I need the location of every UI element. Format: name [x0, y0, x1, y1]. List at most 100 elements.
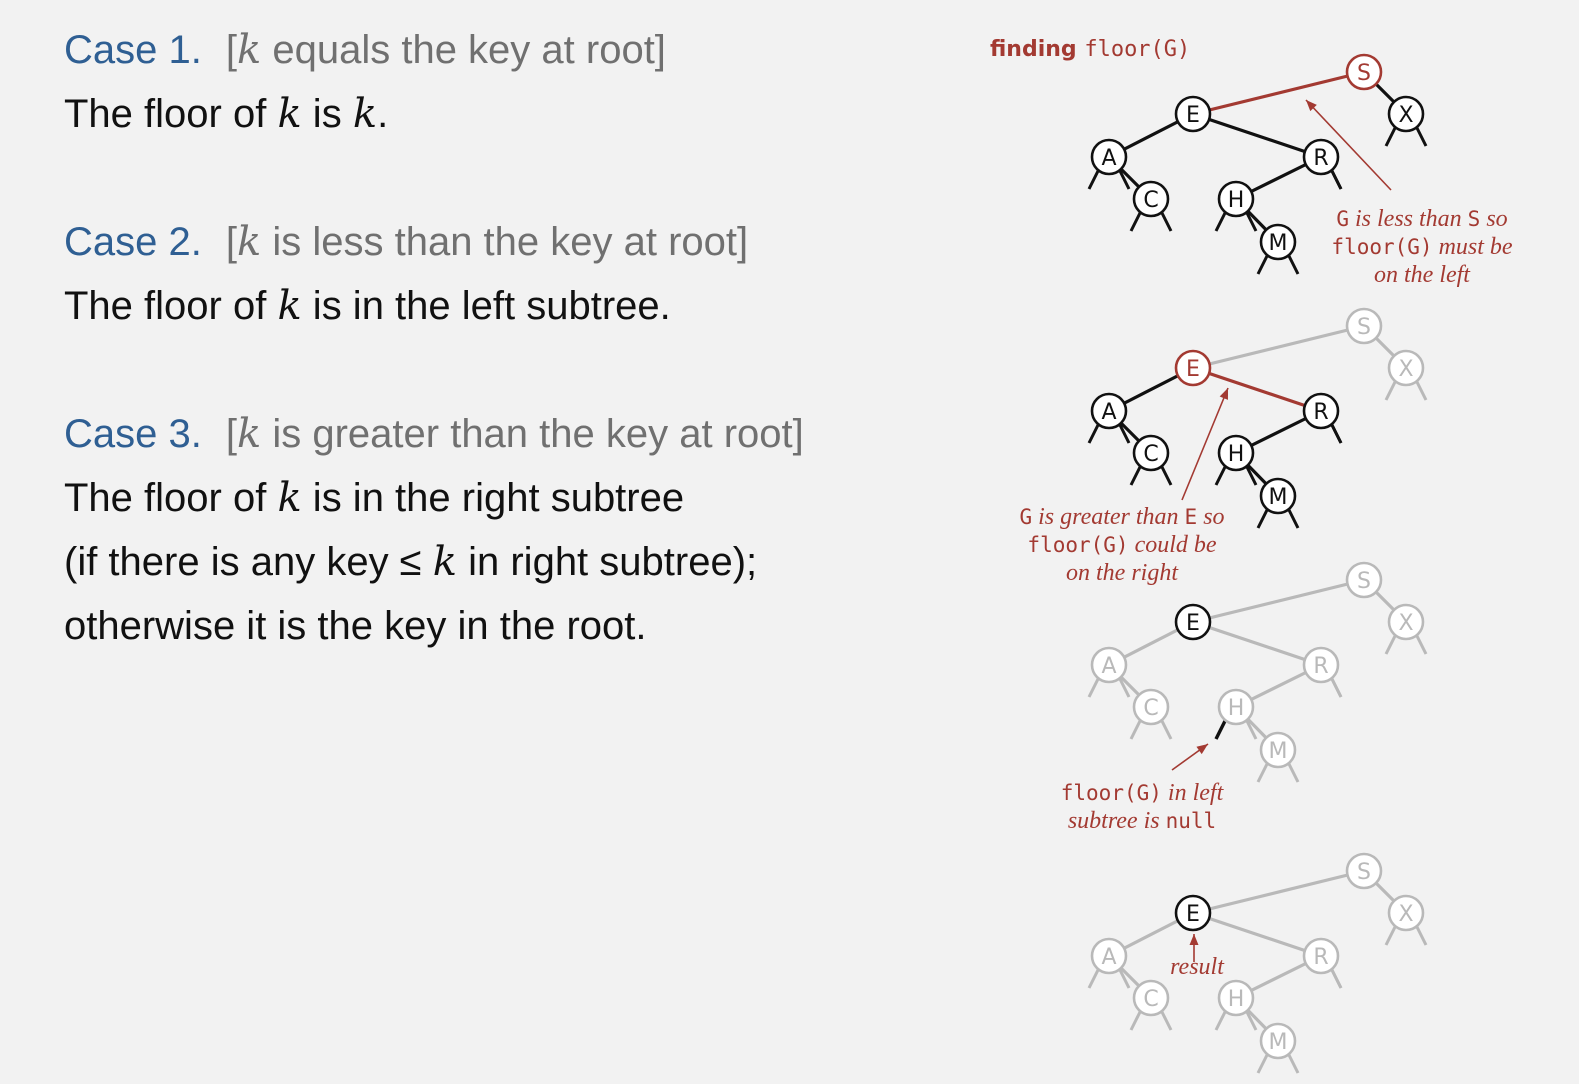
tree-node [1132, 688, 1170, 726]
null-link [1118, 424, 1131, 444]
null-link [1087, 969, 1100, 989]
node-key: R [1313, 146, 1328, 171]
arrowhead [1219, 388, 1228, 400]
case-2-text-line: The floor of k is in the left subtree. [64, 283, 671, 329]
cases-panel: Case 1. [k equals the key at root] The flo… [64, 26, 804, 648]
null-link [1129, 466, 1142, 486]
annotation-step-4: result [1170, 934, 1225, 980]
node-key: S [1357, 315, 1371, 340]
null-link [1245, 720, 1258, 740]
null-link [1415, 381, 1428, 401]
diagram-title: finding floor(G) [990, 37, 1190, 62]
node-key: C [1143, 442, 1158, 467]
node-key: X [1398, 103, 1413, 128]
case-condition: [k is less than the key at root] [225, 219, 749, 265]
tree-node [1174, 894, 1212, 932]
null-link [1415, 635, 1428, 655]
case-1-heading: Case 1. [k equals the key at root] [64, 26, 666, 74]
tree-node [1090, 392, 1128, 430]
tree-node [1132, 434, 1170, 472]
tree-node [1259, 477, 1297, 515]
node-key: S [1357, 860, 1371, 885]
node-key: H [1228, 188, 1245, 213]
annotation-line: on the right [1066, 560, 1179, 586]
node-key: R [1313, 400, 1328, 425]
node-key: C [1143, 188, 1158, 213]
node-key: M [1269, 231, 1288, 256]
null-link [1384, 127, 1397, 147]
case-3-text-line: The floor of k is in the right subtree [64, 475, 685, 521]
null-link [1129, 720, 1142, 740]
case-2-heading: Case 2.[k is less than the key at root] [64, 218, 748, 266]
tree-node [1387, 349, 1425, 387]
tree-edge [1192, 911, 1322, 958]
tree-node [1217, 180, 1255, 218]
tree-node [1217, 434, 1255, 472]
tree-node [1302, 138, 1340, 176]
tree-edge [1192, 366, 1322, 413]
arrowhead [1196, 744, 1208, 755]
node-key: R [1313, 945, 1328, 970]
tree-node [1132, 180, 1170, 218]
node-key: A [1101, 146, 1116, 171]
null-link [1384, 635, 1397, 655]
tree-node [1345, 53, 1383, 91]
tree-node [1259, 1022, 1297, 1060]
null-link [1256, 763, 1269, 783]
node-key: M [1269, 739, 1288, 764]
node-key: M [1269, 1030, 1288, 1055]
tree-node [1090, 937, 1128, 975]
tree-node [1217, 688, 1255, 726]
annotation-arrow [1305, 99, 1392, 191]
null-link [1330, 170, 1343, 190]
null-link [1330, 969, 1343, 989]
tree-node [1345, 561, 1383, 599]
case-3-heading: Case 3.[k is greater than the key at roo… [64, 410, 804, 458]
node-key: E [1186, 357, 1200, 382]
null-link [1384, 926, 1397, 946]
null-link [1245, 466, 1258, 486]
null-link [1160, 1011, 1173, 1031]
tree-node [1217, 979, 1255, 1017]
annotation-line: floor(G) in left [1061, 780, 1225, 806]
node-key: E [1186, 611, 1200, 636]
tree-node [1090, 138, 1128, 176]
tree-node [1174, 349, 1212, 387]
node-key: C [1143, 987, 1158, 1012]
null-link [1160, 720, 1173, 740]
case-3-text-line: otherwise it is the key in the root. [64, 604, 647, 648]
node-key: X [1398, 902, 1413, 927]
null-link [1384, 381, 1397, 401]
annotation-line: G is greater than E so [1019, 504, 1224, 530]
null-link [1245, 212, 1258, 232]
tree-edge [1192, 70, 1365, 116]
tree-edge [1192, 324, 1365, 370]
case-title: Case 3. [64, 412, 202, 456]
tree-node [1090, 646, 1128, 684]
annotation-line: result [1170, 954, 1225, 980]
null-link [1214, 466, 1227, 486]
node-key: A [1101, 945, 1116, 970]
null-link [1415, 127, 1428, 147]
annotation-arrow [1181, 387, 1229, 501]
node-key: M [1269, 485, 1288, 510]
null-link [1330, 424, 1343, 444]
tree-edge [1192, 869, 1365, 915]
case-condition: [k equals the key at root] [225, 27, 666, 73]
case-title: Case 1. [64, 28, 202, 72]
null-link [1118, 678, 1131, 698]
tree-edge [1192, 578, 1365, 624]
null-link [1287, 255, 1300, 275]
null-link [1214, 1011, 1227, 1031]
tree-edge [1192, 620, 1322, 667]
tree-node [1345, 307, 1383, 345]
tree-node [1345, 852, 1383, 890]
node-key: H [1228, 442, 1245, 467]
tree-node [1302, 392, 1340, 430]
